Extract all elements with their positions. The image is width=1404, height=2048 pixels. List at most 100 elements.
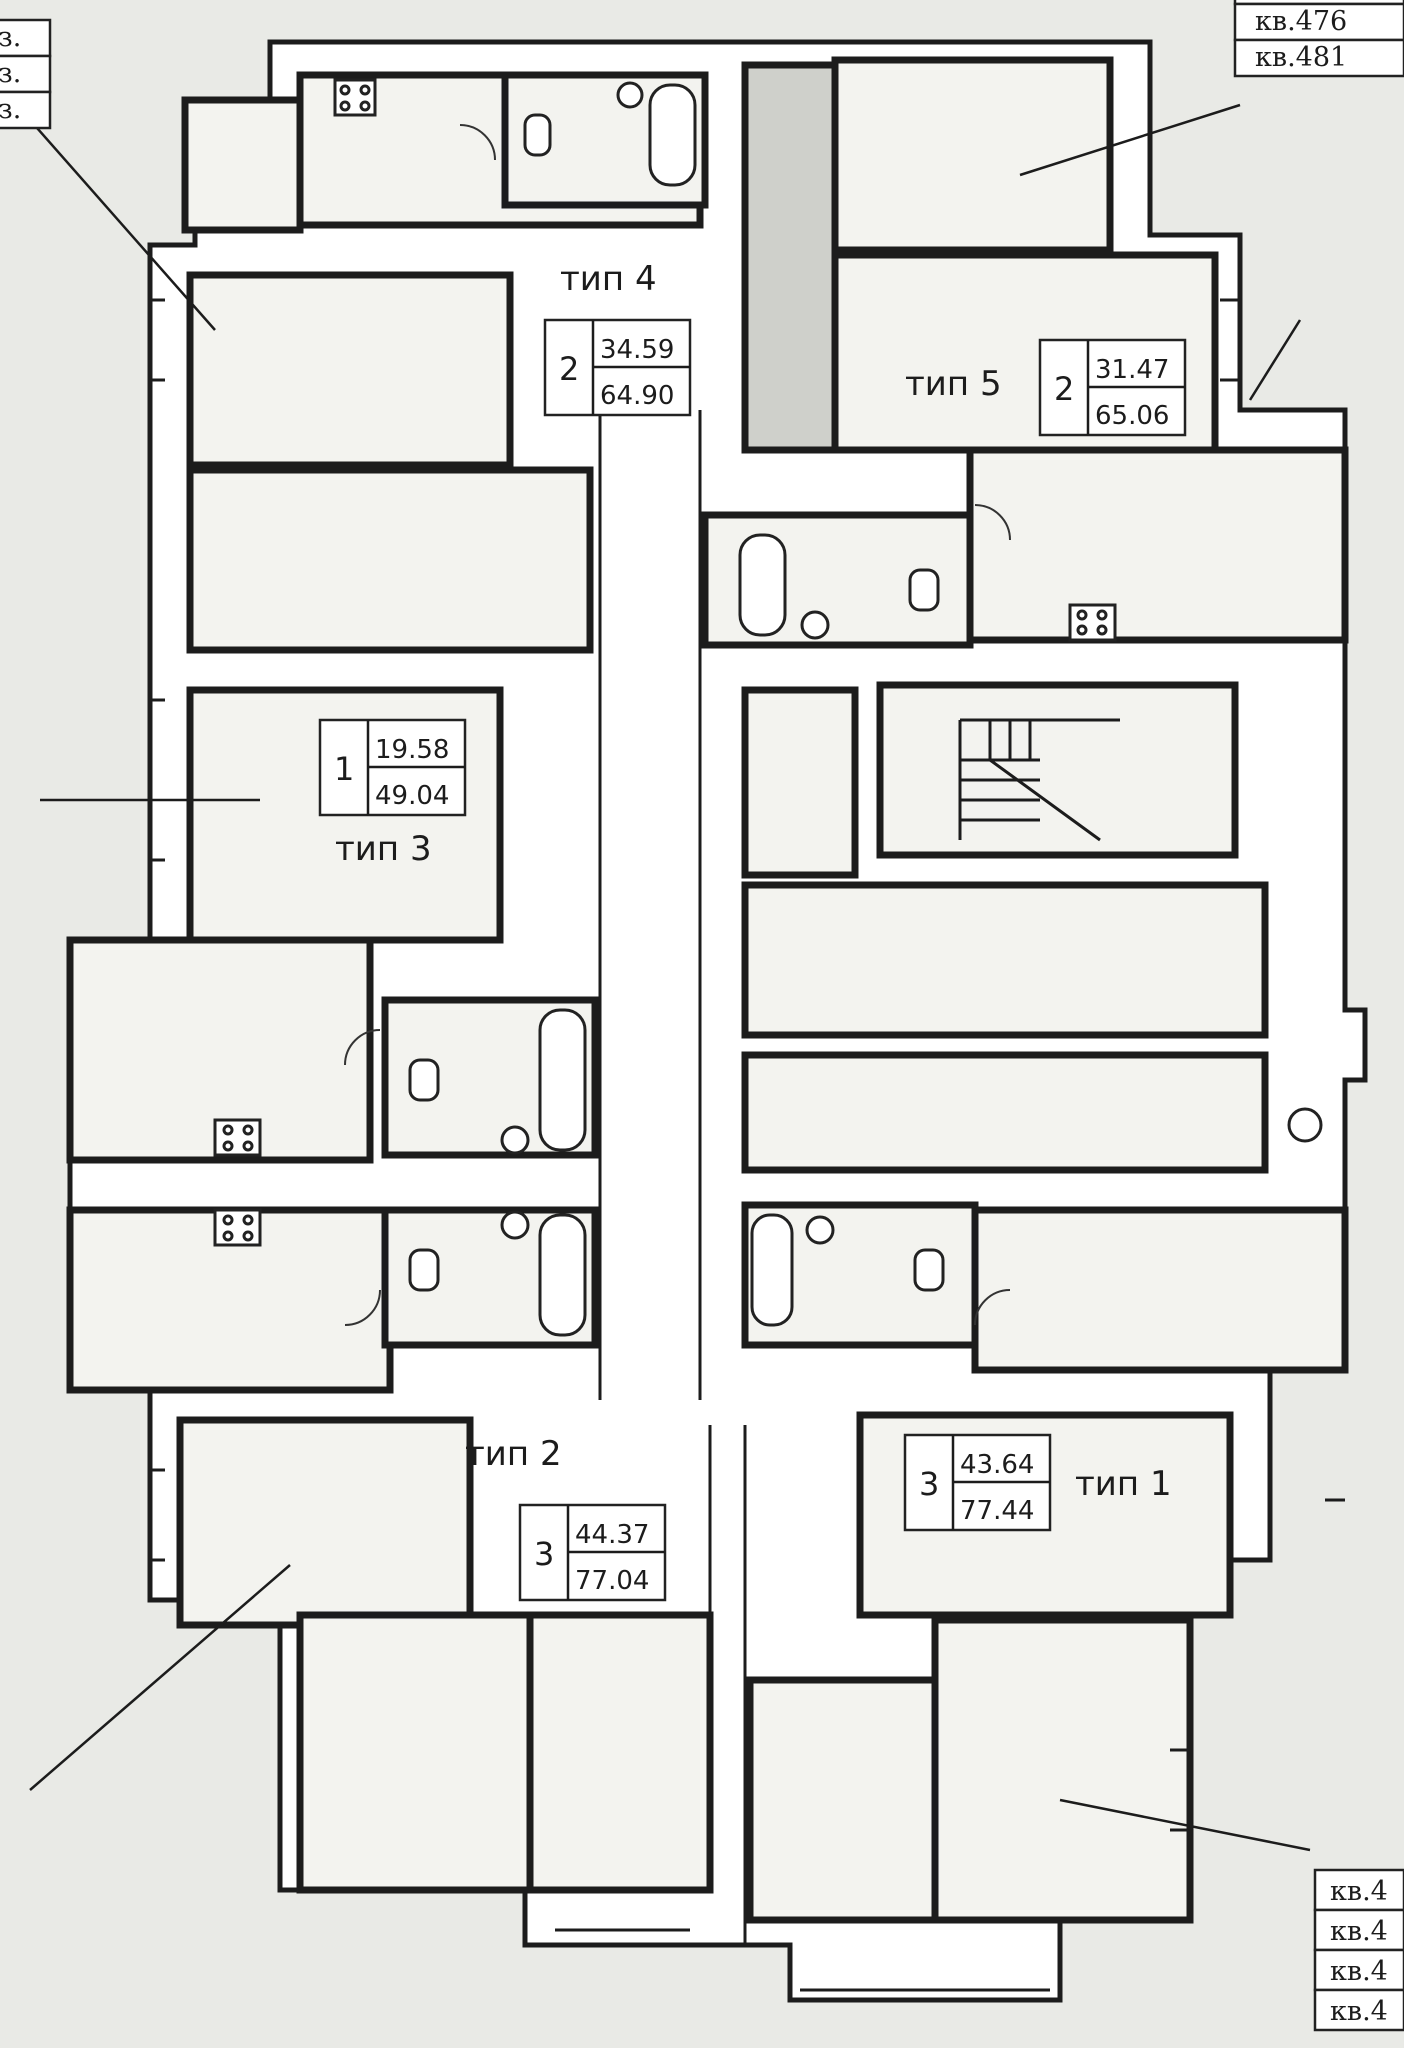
room (186, 466, 594, 654)
bathtub (538, 1213, 587, 1337)
living-area: 19.58 (375, 735, 449, 765)
burner (242, 1214, 254, 1226)
apartment-label: 2 34.59 64.90 тип 4 (543, 259, 692, 417)
room (181, 96, 304, 234)
apartment-type-label: тип 1 (1075, 1464, 1172, 1504)
apartment-type-label: тип 5 (905, 364, 1002, 404)
total-area: 64.90 (600, 381, 674, 411)
burner (339, 100, 351, 112)
toilet (523, 113, 552, 157)
bathtub (648, 83, 697, 187)
staircase (958, 718, 1120, 842)
room (526, 1611, 714, 1894)
table-row (0, 90, 52, 130)
sink (500, 1210, 530, 1240)
toilet (908, 568, 940, 612)
stove (213, 1118, 262, 1157)
table-row (1313, 1908, 1404, 1952)
stove (1068, 603, 1117, 642)
living-area: 31.47 (1095, 355, 1169, 385)
burner (242, 1230, 254, 1242)
apartment-labels: 2 34.59 64.90 тип 4 2 31.47 65.06 тип 5 1 19.58 49… (318, 259, 1187, 1602)
table-row (0, 18, 52, 58)
apartment-label: 3 43.64 77.44 тип 1 (903, 1433, 1172, 1532)
table-cell: з. (0, 22, 21, 53)
room (741, 1051, 1269, 1174)
sink (616, 81, 644, 109)
burner (222, 1124, 234, 1136)
living-area: 34.59 (600, 335, 674, 365)
leader-line (29, 119, 216, 331)
room (966, 446, 1349, 644)
stair-core (876, 681, 1239, 859)
room (296, 1611, 534, 1894)
table-cell: кв.4 (1330, 1916, 1388, 1947)
room-count: 2 (559, 350, 579, 388)
table-row (1313, 1988, 1404, 2032)
burner (1096, 624, 1108, 636)
sink (805, 1215, 835, 1245)
total-area: 77.44 (960, 1496, 1034, 1526)
door-swing (344, 1029, 381, 1066)
room (971, 1206, 1349, 1374)
toilet (408, 1248, 440, 1292)
room-count: 3 (919, 1465, 939, 1503)
stove (213, 1208, 262, 1247)
table-cell: кв.4 (1330, 1996, 1388, 2027)
room-count: 2 (1054, 370, 1074, 408)
burner (242, 1140, 254, 1152)
leader-line (1059, 1798, 1311, 1852)
apartment-number-table-top-left: з. з. з. (0, 18, 52, 130)
door-swing (974, 504, 1011, 541)
table-cell: кв.4 (1330, 1876, 1388, 1907)
corridor (598, 410, 747, 1945)
leader-line (1019, 103, 1241, 177)
burner (222, 1140, 234, 1152)
table-cell: з. (0, 58, 21, 89)
total-area: 65.06 (1095, 401, 1169, 431)
table-cell: кв.471 (1255, 0, 1347, 1)
living-area: 44.37 (575, 1520, 649, 1550)
leader-line (1248, 319, 1302, 401)
apartment-type-label: тип 4 (560, 259, 657, 299)
room (831, 56, 1114, 254)
toilet (913, 1248, 945, 1292)
table-cell: кв.4 (1330, 1956, 1388, 1987)
table-cell: кв.481 (1255, 42, 1347, 73)
burner (242, 1124, 254, 1136)
table-row (1233, 38, 1404, 78)
burner (1076, 609, 1088, 621)
burner (1096, 609, 1108, 621)
ventilation-shaft (1287, 1107, 1323, 1143)
door-swing (974, 1289, 1011, 1326)
bathtub (538, 1008, 587, 1152)
burner (222, 1230, 234, 1242)
burner (359, 100, 371, 112)
room (176, 1416, 474, 1629)
apartment-type-label: тип 2 (465, 1434, 562, 1474)
table-cell: з. (0, 94, 21, 125)
burner (339, 84, 351, 96)
apartment-label: 1 19.58 49.04 тип 3 (318, 718, 467, 869)
burner (1076, 624, 1088, 636)
room-count: 3 (534, 1535, 554, 1573)
bathtub (750, 1213, 794, 1327)
door-swing (344, 1289, 381, 1326)
total-area: 49.04 (375, 781, 449, 811)
room (186, 271, 514, 469)
room (931, 1616, 1194, 1924)
sink (800, 610, 830, 640)
apartment-number-table-bottom-right: кв.4 кв.4 кв.4 кв.4 (1313, 1868, 1404, 2032)
living-area: 43.64 (960, 1450, 1034, 1480)
apartment-type-label: тип 3 (335, 829, 432, 869)
burner (359, 84, 371, 96)
leader-line (29, 1564, 291, 1791)
room-count: 1 (334, 750, 354, 788)
toilet (408, 1058, 440, 1102)
apartment-label: 2 31.47 65.06 тип 5 (905, 338, 1187, 437)
room (746, 1676, 939, 1924)
windows (150, 298, 1345, 1992)
